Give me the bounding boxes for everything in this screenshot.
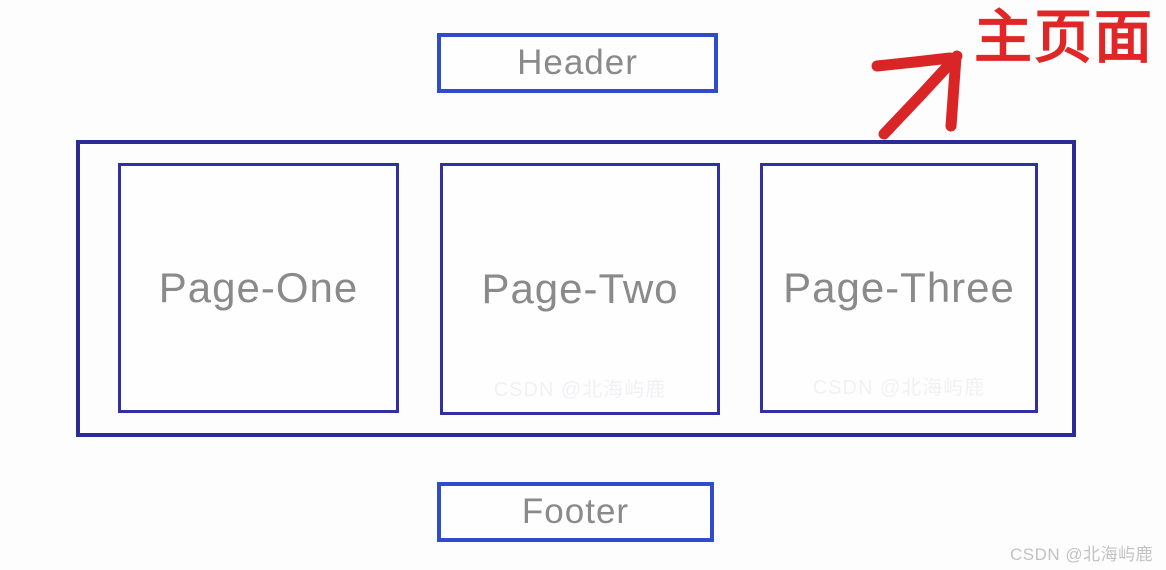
faint-watermark: CSDN @北海屿鹿 (812, 377, 986, 399)
footer-box: Footer (437, 482, 714, 542)
page-one-box: Page-One (118, 163, 399, 413)
footer-label: Footer (521, 492, 630, 531)
page-two-box: Page-Two CSDN @北海屿鹿 (440, 163, 720, 415)
page-three-box: Page-Three CSDN @北海屿鹿 (760, 163, 1038, 413)
page-one-label: Page-One (158, 264, 359, 311)
header-box: Header (437, 33, 718, 93)
watermark: CSDN @北海屿鹿 (1010, 545, 1154, 564)
faint-watermark: CSDN @北海屿鹿 (493, 379, 667, 401)
page-two-label: Page-Two (481, 265, 679, 312)
header-label: Header (517, 43, 638, 82)
annotation-label: 主页面 (974, 5, 1155, 70)
page-three-label: Page-Three (783, 264, 1015, 311)
main-container-box (76, 140, 1076, 437)
